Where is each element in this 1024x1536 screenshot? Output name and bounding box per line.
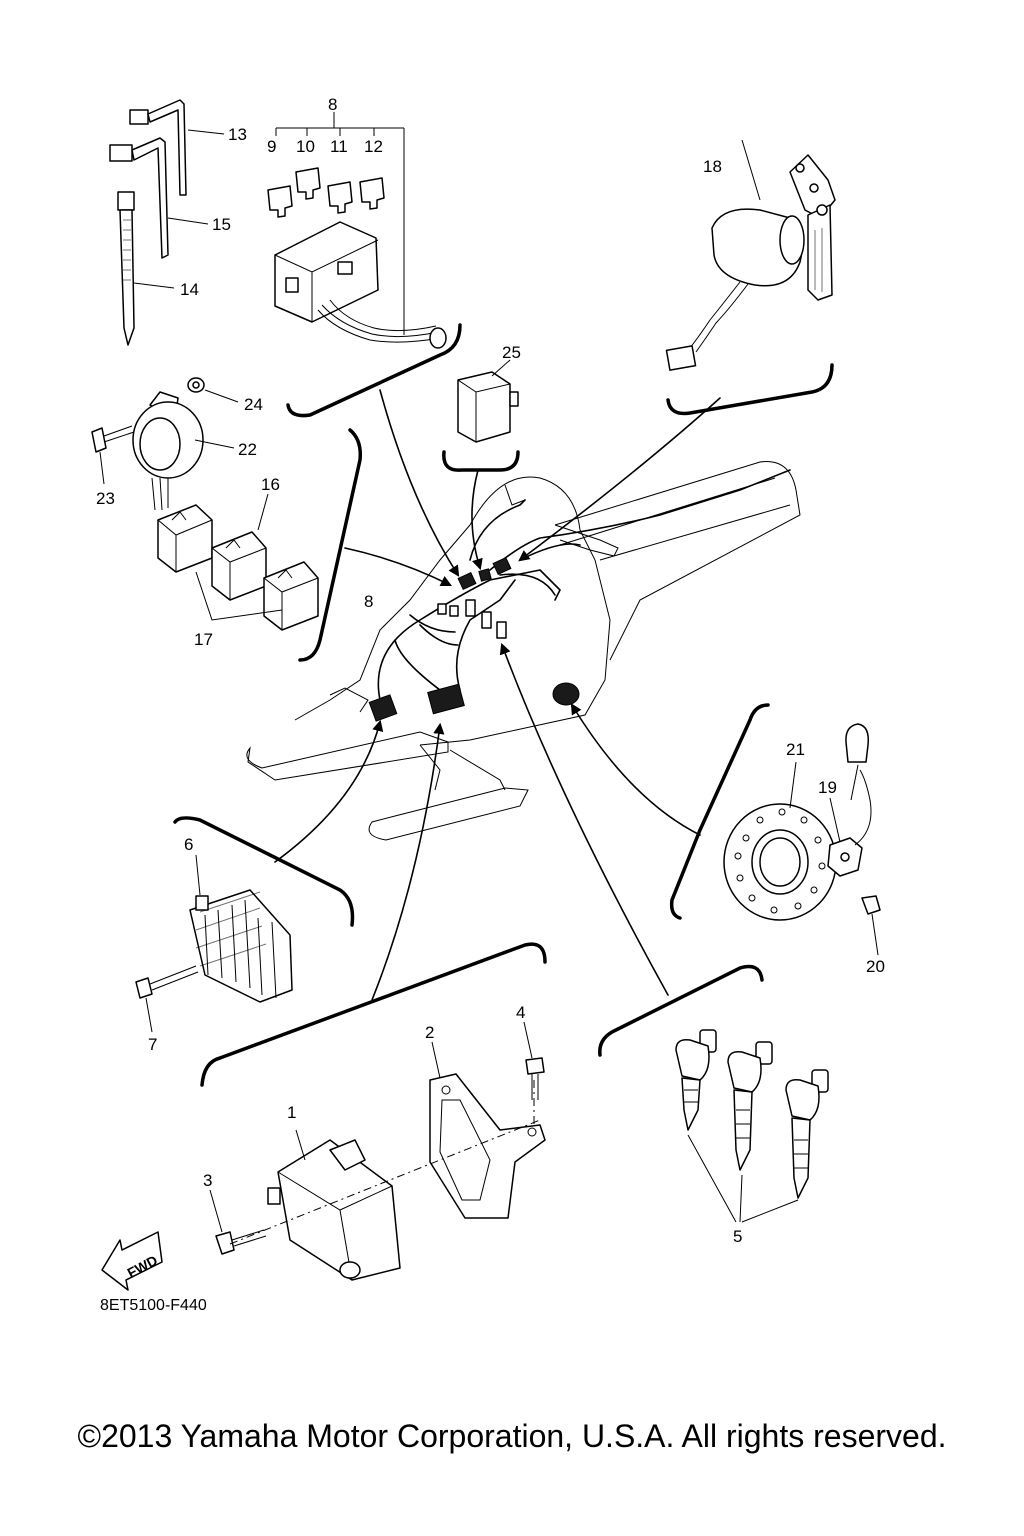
snowmobile-outline [246,461,801,841]
bracket-fusebox [286,323,462,418]
bracket-relay [442,450,520,472]
callout-19: 19 [818,778,837,797]
callout-5: 5 [733,1227,742,1246]
fuse-10 [295,167,321,200]
callout-20: 20 [866,957,885,976]
callout-18: 18 [703,157,722,176]
callout-17: 17 [194,630,213,649]
pickup-coil-assembly [723,723,881,956]
callout-2: 2 [425,1023,434,1042]
cdi-unit [267,1129,401,1281]
callout-7: 7 [148,1035,157,1054]
rectifier-bolt-7 [135,965,199,999]
callout-21: 21 [786,740,805,759]
wire-harness [368,469,791,722]
copyright-notice: ©2013 Yamaha Motor Corporation, U.S.A. A… [77,1418,947,1454]
callout-23: 23 [96,489,115,508]
cable-tie-13 [129,99,187,196]
ignition-coil-3 [785,1069,829,1199]
callout-4: 4 [516,1003,525,1022]
cdi-bracket [429,1041,546,1219]
cable-ties [109,99,225,346]
fuse-12 [359,177,385,210]
ignition-coil-1 [675,1029,717,1131]
callout-16: 16 [261,475,280,494]
callout-1: 1 [287,1103,296,1122]
callout-12: 12 [364,137,383,156]
callout-14: 14 [180,280,199,299]
callout-25: 25 [502,343,521,362]
bracket-rectifier [173,816,355,927]
callout-15: 15 [212,215,231,234]
fuse-box [267,112,447,349]
main-switch [665,139,836,371]
cdi-bolt-4 [523,1021,545,1100]
rectifier-regulator [135,854,293,1033]
callout-13: 13 [228,125,247,144]
callout-22: 22 [238,440,257,459]
forward-arrow: FWD [101,1231,163,1291]
horn-bolt-23 [91,425,135,453]
callout-8-fusebox: 8 [328,95,337,114]
callout-numbers: 1 2 3 4 5 6 7 8 8 9 10 11 12 13 14 15 16… [96,95,885,1246]
callout-6: 6 [184,835,193,854]
relay-17a [157,504,213,573]
callout-8-harness: 8 [364,592,373,611]
horn-nut-24 [187,377,205,393]
callout-11: 11 [330,137,348,156]
electrical-parts-diagram: FWD 1 2 3 4 5 6 7 8 8 9 10 11 12 13 14 1… [91,95,885,1314]
ignition-coil-2 [727,1041,773,1171]
callout-24: 24 [244,395,263,414]
bracket-horn-relays [298,428,363,662]
leader-arrows [274,389,721,1001]
callout-10: 10 [296,137,315,156]
relays-16-17 [157,493,319,631]
figure-code: 8ET5100-F440 [100,1297,207,1314]
bracket-coils [598,964,764,1057]
cable-tie-15 [109,137,169,259]
horn [91,377,239,511]
cdi-bolt-3 [209,1189,267,1255]
fuse-11 [327,181,353,214]
bracket-ignition-switch [666,363,834,416]
relay-16 [211,531,267,601]
group-brackets [173,323,834,1087]
bracket-pickup-coil [669,703,770,920]
ignition-coils [675,1029,829,1223]
pickup-bolt-20 [861,895,881,915]
bracket-cdi [200,942,547,1087]
cable-tie-14 [117,191,135,346]
relay-17b [263,561,319,631]
fuse-9 [267,185,293,218]
callout-9: 9 [267,137,276,156]
relay [457,359,519,443]
callout-3: 3 [203,1171,212,1190]
pickup-sensor-19 [827,723,872,877]
